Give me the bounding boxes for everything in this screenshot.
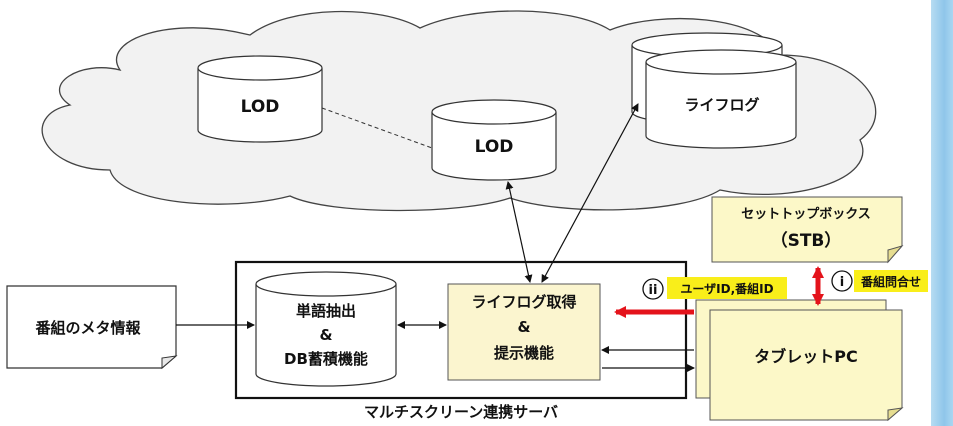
lod-center-cylinder: LOD <box>431 99 557 181</box>
extract-db-line3: DB蓄積機能 <box>284 350 368 368</box>
lod-left-cylinder: LOD <box>197 55 323 143</box>
extract-db-cylinder: 単語抽出 & DB蓄積機能 <box>255 271 397 387</box>
lod-center-label: LOD <box>475 137 514 157</box>
tablet-label: タブレットPC <box>754 347 857 366</box>
step-i-label-box <box>854 270 928 292</box>
lifelog-function-line1: ライフログ取得 <box>471 293 576 311</box>
step-ii-label: ユーザID,番組ID <box>680 281 773 296</box>
metadata-label: 番組のメタ情報 <box>34 319 141 337</box>
arrow-lod-lifelogfn <box>505 181 533 283</box>
step-ii-label-box <box>667 277 787 299</box>
metadata-note: 番組のメタ情報 <box>6 285 178 370</box>
lod-link-dashed <box>321 107 433 149</box>
step-i-marker <box>831 270 853 292</box>
sidebar-strip <box>931 0 953 426</box>
lifelog-cylinder: ライフログ <box>631 32 797 149</box>
lod-left-label: LOD <box>241 97 280 117</box>
lifelog-label: ライフログ <box>684 96 759 114</box>
arrow-lifelog-lifelogfn <box>541 103 639 283</box>
step-ii-marker-text: ii <box>649 283 658 298</box>
step-i: i 番組問合せ <box>831 270 928 292</box>
tablet-note: タブレットPC <box>695 299 904 422</box>
step-ii-marker <box>642 278 664 300</box>
stb-label-line2: （STB） <box>771 230 842 251</box>
extract-db-line1: 単語抽出 <box>296 302 356 320</box>
stb-note: セットトップボックス （STB） <box>711 196 904 264</box>
stb-label-line1: セットトップボックス <box>741 206 871 222</box>
lifelog-function-line2: & <box>517 318 530 336</box>
step-i-marker-text: i <box>840 275 844 290</box>
server-caption: マルチスクリーン連携サーバ <box>364 403 558 421</box>
server-box <box>234 260 688 400</box>
lifelog-function-box: ライフログ取得 & 提示機能 <box>447 283 601 381</box>
lifelog-function-line3: 提示機能 <box>494 344 554 362</box>
step-ii: ii ユーザID,番組ID <box>642 277 787 300</box>
sidebar-edge <box>929 0 931 426</box>
extract-db-line2: & <box>319 326 332 344</box>
step-i-label: 番組問合せ <box>860 274 921 289</box>
